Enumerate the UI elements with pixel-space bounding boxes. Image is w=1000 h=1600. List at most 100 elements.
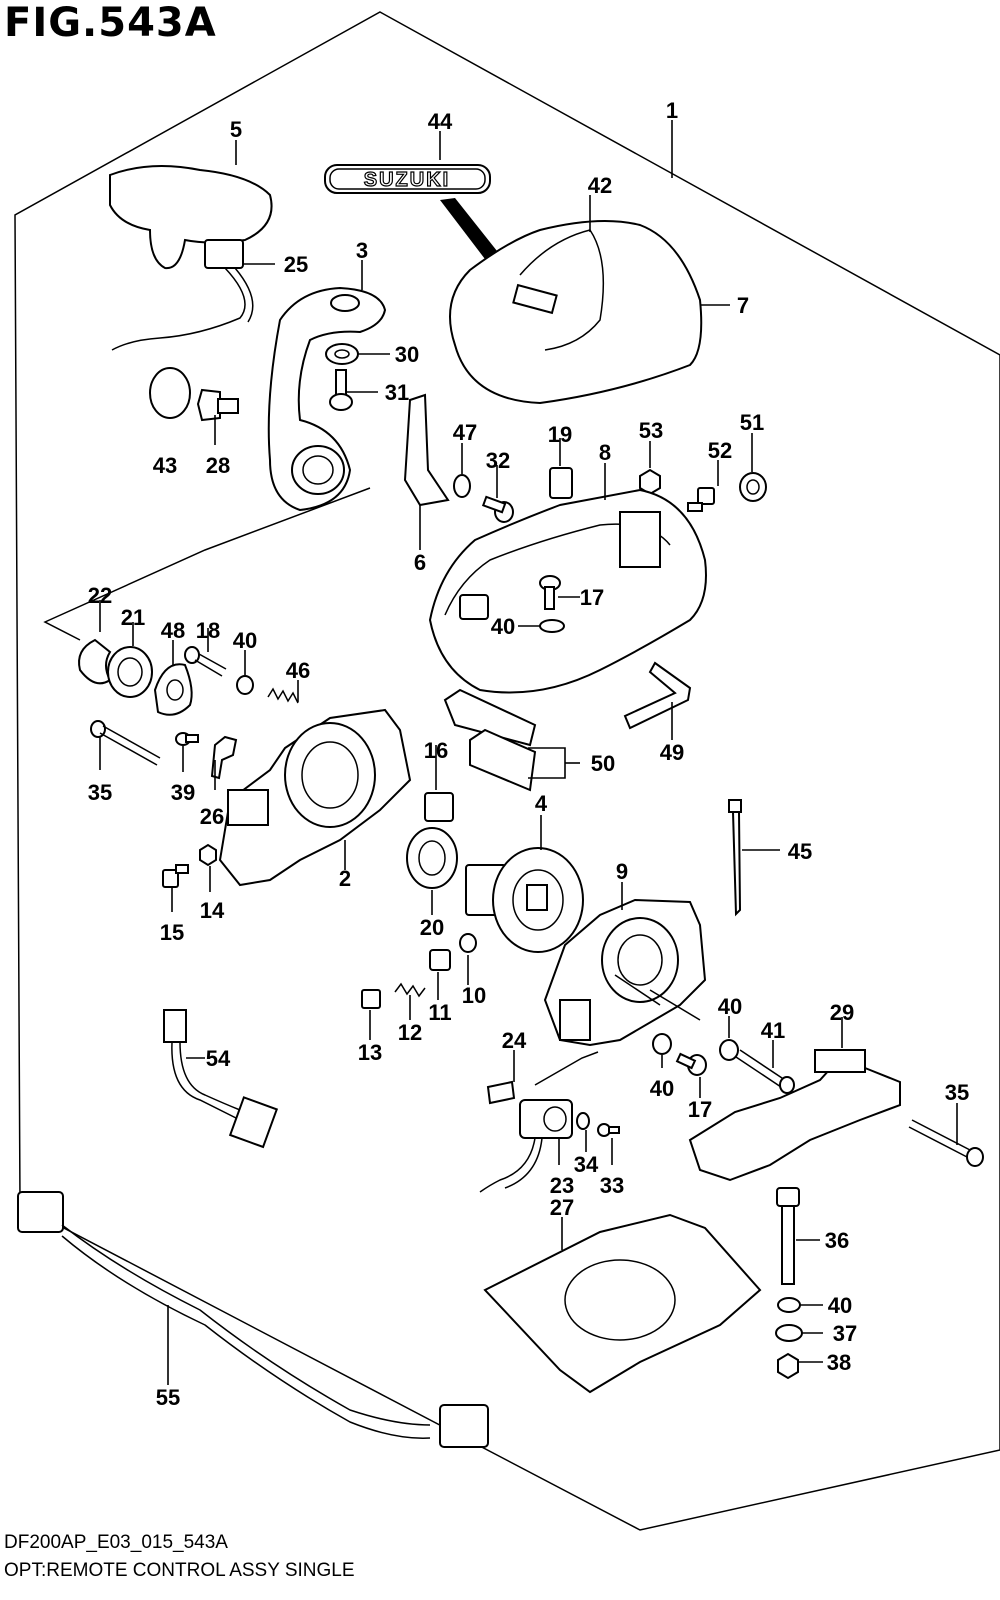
callout-20: 20 bbox=[420, 915, 444, 940]
cover-part-7 bbox=[449, 220, 703, 405]
callout-14: 14 bbox=[200, 898, 225, 923]
callout-40-right: 40 bbox=[718, 994, 742, 1019]
callout-45: 45 bbox=[788, 839, 812, 864]
plug-part-43 bbox=[149, 367, 191, 419]
pads-part-50 bbox=[443, 688, 537, 792]
callout-17-lower: 17 bbox=[688, 1097, 712, 1122]
housing-part-8 bbox=[428, 488, 707, 694]
pin-part-10 bbox=[459, 933, 477, 953]
callout-25: 25 bbox=[284, 252, 308, 277]
spring-part-46 bbox=[267, 687, 299, 704]
screw-part-39 bbox=[175, 732, 199, 746]
callout-24: 24 bbox=[502, 1028, 527, 1053]
callout-16: 16 bbox=[424, 738, 448, 763]
harness-part-54 bbox=[163, 1009, 279, 1149]
screw-part-33 bbox=[597, 1123, 620, 1137]
washer-part-37 bbox=[775, 1324, 803, 1342]
detent-part-11 bbox=[429, 949, 451, 971]
drum-gear-part-4 bbox=[465, 847, 584, 953]
washer-part-21 bbox=[107, 646, 153, 698]
callout-46: 46 bbox=[286, 658, 310, 683]
bolt-part-35-left bbox=[90, 720, 161, 766]
callout-8: 8 bbox=[599, 440, 611, 465]
svg-text:SUZUKI: SUZUKI bbox=[364, 169, 450, 191]
washer-part-40-mid bbox=[652, 1033, 672, 1055]
callout-41: 41 bbox=[761, 1018, 785, 1043]
strap-part-49 bbox=[623, 661, 692, 730]
callout-33: 33 bbox=[600, 1173, 624, 1198]
callout-28: 28 bbox=[206, 453, 230, 478]
callout-30: 30 bbox=[395, 342, 419, 367]
callout-15: 15 bbox=[160, 920, 184, 945]
callout-42: 42 bbox=[588, 173, 612, 198]
callout-36: 36 bbox=[825, 1228, 849, 1253]
screw-part-31 bbox=[329, 369, 353, 411]
handle-grip-part-5 bbox=[109, 165, 273, 270]
nut-part-53 bbox=[639, 468, 661, 496]
bolt-part-15 bbox=[162, 864, 189, 888]
callout-52: 52 bbox=[708, 438, 732, 463]
callout-44: 44 bbox=[428, 109, 453, 134]
screw-part-52 bbox=[687, 487, 715, 512]
callout-21: 21 bbox=[121, 605, 145, 630]
callout-19: 19 bbox=[548, 422, 572, 447]
callout-40-upper: 40 bbox=[491, 614, 515, 639]
callout-48: 48 bbox=[161, 618, 185, 643]
callout-2: 2 bbox=[339, 866, 351, 891]
bolt-part-18 bbox=[184, 646, 227, 677]
callout-27: 27 bbox=[550, 1195, 574, 1220]
callout-10: 10 bbox=[462, 983, 486, 1008]
callout-6: 6 bbox=[414, 550, 426, 575]
cable-tie-part-45 bbox=[728, 799, 742, 917]
assembly-boundary bbox=[14, 11, 1000, 1531]
nut-part-14 bbox=[199, 843, 217, 867]
clip-part-19 bbox=[549, 467, 573, 499]
bolt-part-41 bbox=[735, 1049, 795, 1094]
callout-26: 26 bbox=[200, 804, 224, 829]
callout-7: 7 bbox=[737, 293, 749, 318]
callout-3: 3 bbox=[356, 238, 368, 263]
mount-bracket-part-29 bbox=[688, 1049, 901, 1182]
callout-39: 39 bbox=[171, 780, 195, 805]
callout-32: 32 bbox=[486, 448, 510, 473]
figure-title: FIG.543A bbox=[4, 0, 217, 46]
switch-part-24 bbox=[486, 1080, 516, 1105]
callout-51: 51 bbox=[740, 410, 764, 435]
bracket-part-26 bbox=[210, 735, 238, 780]
washer-part-40-upper bbox=[539, 619, 565, 633]
washer-part-30 bbox=[325, 343, 359, 365]
cam-part-48 bbox=[153, 663, 193, 716]
callout-23: 23 bbox=[550, 1173, 574, 1198]
callout-17-upper: 17 bbox=[580, 585, 604, 610]
gasket-part-27 bbox=[483, 1213, 762, 1394]
washer-part-40-bottom bbox=[777, 1297, 801, 1313]
connector-part-25 bbox=[111, 239, 254, 351]
callout-54: 54 bbox=[206, 1046, 231, 1071]
callout-5: 5 bbox=[230, 117, 242, 142]
sensor-part-23 bbox=[479, 1099, 573, 1193]
callout-18: 18 bbox=[196, 618, 220, 643]
washer-part-40-left bbox=[236, 675, 254, 695]
callout-55: 55 bbox=[156, 1385, 180, 1410]
callout-13: 13 bbox=[358, 1040, 382, 1065]
callout-43: 43 bbox=[153, 453, 177, 478]
figure-caption: OPT:REMOTE CONTROL ASSY SINGLE bbox=[4, 1560, 355, 1581]
screw-part-17-upper bbox=[539, 575, 561, 610]
nut-part-38 bbox=[777, 1352, 799, 1380]
washer-part-47 bbox=[453, 474, 471, 498]
washer-part-40-right bbox=[719, 1039, 739, 1061]
callout-40-mid: 40 bbox=[650, 1076, 674, 1101]
callout-49: 49 bbox=[660, 740, 684, 765]
callout-4: 4 bbox=[535, 791, 548, 816]
callout-1: 1 bbox=[666, 98, 678, 123]
callout-50: 50 bbox=[591, 751, 615, 776]
spring-part-12 bbox=[394, 982, 426, 998]
lever-arm-part-3 bbox=[267, 286, 387, 512]
ball-part-13 bbox=[361, 989, 381, 1009]
base-part-2 bbox=[218, 708, 412, 887]
callout-38: 38 bbox=[827, 1350, 851, 1375]
suzuki-badge-part-44: SUZUKI bbox=[324, 164, 491, 194]
callout-29: 29 bbox=[830, 1000, 854, 1025]
bolt-part-35-right bbox=[908, 1119, 984, 1167]
